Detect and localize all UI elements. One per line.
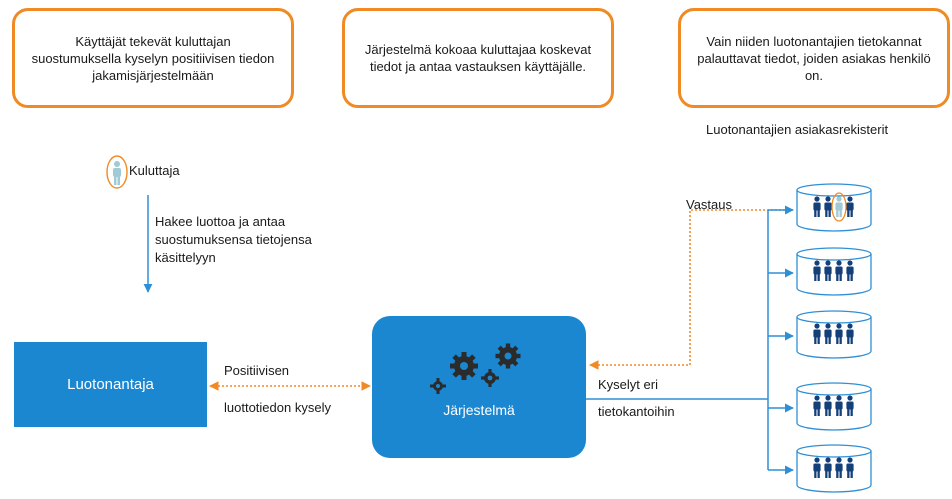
response-label: Vastaus	[686, 197, 733, 212]
lenders-registers-label: Luotonantajien asiakasrekisterit	[706, 122, 889, 137]
note-user-query-text: Käyttäjät tekevät kuluttajan suostumukse…	[31, 33, 275, 83]
person-icon	[835, 323, 843, 344]
note-system-compiles: Järjestelmä kokoaa kuluttajaa koskevat t…	[342, 8, 614, 108]
query-label-line2: luottotiedon kysely	[224, 400, 331, 415]
note-lender-databases-text: Vain niiden luotonantajien tietokannat p…	[697, 33, 931, 83]
gears-icon	[430, 343, 521, 394]
database-icon	[795, 246, 873, 296]
person-icon	[835, 260, 843, 281]
person-icon	[824, 457, 832, 478]
consumer-label: Kuluttaja	[129, 163, 180, 178]
database-icon	[795, 443, 873, 493]
person-icon	[813, 323, 821, 344]
person-icon	[824, 196, 832, 217]
consumer-action-text: Hakee luottoa ja antaa suostumuksensa ti…	[155, 214, 312, 265]
system-box-label: Järjestelmä	[443, 402, 515, 418]
person-icon	[824, 260, 832, 281]
response-path	[589, 209, 793, 370]
lender-box-label: Luotonantaja	[67, 376, 154, 393]
person-icon	[846, 260, 854, 281]
database-icon	[795, 309, 873, 359]
person-icon	[846, 457, 854, 478]
lender-box: Luotonantaja	[14, 342, 207, 427]
note-user-query: Käyttäjät tekevät kuluttajan suostumukse…	[12, 8, 294, 108]
db-queries-label-line1: Kyselyt eri	[598, 377, 658, 392]
db-queries-label-line2: tietokantoihin	[598, 404, 675, 419]
person-icon	[824, 395, 832, 416]
note-system-compiles-text: Järjestelmä kokoaa kuluttajaa koskevat t…	[364, 42, 592, 74]
person-icon	[813, 260, 821, 281]
person-icon	[846, 196, 854, 217]
person-icon	[846, 395, 854, 416]
person-icon	[813, 395, 821, 416]
person-icon	[813, 196, 821, 217]
system-box: Järjestelmä	[372, 316, 586, 458]
person-icon	[106, 155, 128, 189]
highlight-ring	[831, 192, 847, 222]
database-icon	[795, 182, 873, 232]
person-icon	[835, 196, 843, 217]
person-icon	[846, 323, 854, 344]
database-icon	[795, 381, 873, 431]
note-lender-databases: Vain niiden luotonantajien tietokannat p…	[678, 8, 950, 108]
query-label-line1: Positiivisen	[224, 363, 290, 378]
person-icon	[835, 395, 843, 416]
person-icon	[824, 323, 832, 344]
person-icon	[835, 457, 843, 478]
person-icon	[813, 457, 821, 478]
